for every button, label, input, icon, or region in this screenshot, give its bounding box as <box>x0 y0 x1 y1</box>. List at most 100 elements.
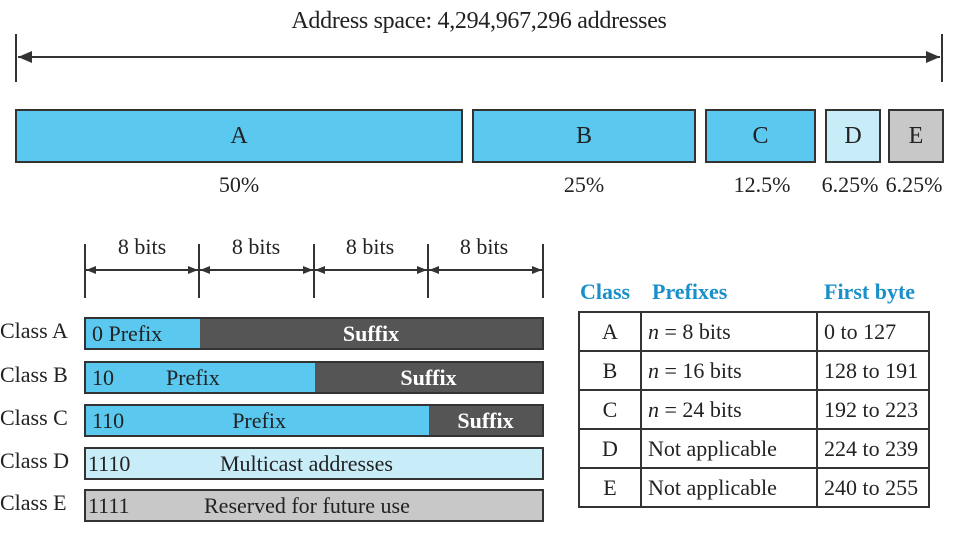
class-d-bits: 1110 <box>86 449 166 478</box>
byte-arrow-2-left <box>200 266 210 274</box>
prefix-rest: = 16 bits <box>659 357 742 383</box>
class-d-bar: 1110 Multicast addresses <box>84 447 544 480</box>
class-e-text: Reserved for future use <box>204 492 410 518</box>
byte-tick-3 <box>427 244 429 298</box>
segment-class-e: E <box>888 109 944 163</box>
segment-class-d-label: D <box>844 122 862 149</box>
table-cell-class: D <box>578 428 642 469</box>
byte-tick-0 <box>84 244 86 298</box>
segment-class-b-label: B <box>575 122 592 149</box>
class-c-suffix-text: Suffix <box>457 407 514 433</box>
prefix-rest: = 24 bits <box>659 396 742 422</box>
prefix-rest: Not applicable <box>648 474 777 500</box>
table-cell-first-byte: 128 to 191 <box>816 350 930 391</box>
byte-arrow-1-left <box>86 266 96 274</box>
table-header-prefixes: Prefixes <box>652 279 728 304</box>
table-cell-first-byte: 240 to 255 <box>816 467 930 508</box>
table-cell-prefixes: n = 16 bits <box>640 350 818 391</box>
percent-class-d: 6.25% <box>821 172 879 197</box>
table-cell-prefixes: Not applicable <box>640 428 818 469</box>
table-row: A n = 8 bits 0 to 127 <box>578 311 930 352</box>
byte-tick-1 <box>198 244 200 298</box>
class-e-label-area: Reserved for future use <box>166 491 542 520</box>
byte-tick-4 <box>542 244 544 298</box>
percent-class-b: 25% <box>563 172 605 197</box>
class-c-prefix: 110 Prefix <box>86 406 429 435</box>
table-cell-prefixes: n = 8 bits <box>640 311 818 352</box>
byte-arrow-3-left <box>315 266 325 274</box>
table-cell-class: A <box>578 311 642 352</box>
class-b-suffix: Suffix <box>315 363 542 392</box>
bits-label-3: 8 bits <box>345 234 395 259</box>
byte-arrow-3-line <box>315 269 427 271</box>
table-cell-first-byte: 0 to 127 <box>816 311 930 352</box>
class-a-suffix-text: Suffix <box>342 320 400 346</box>
class-d-prefix-bits: 1110 <box>88 450 131 476</box>
segment-class-c-label: C <box>752 122 769 149</box>
table-cell-class: C <box>578 389 642 430</box>
percent-class-c: 12.5% <box>733 172 791 197</box>
byte-arrow-1-right <box>188 266 198 274</box>
prefix-var: n <box>648 318 659 344</box>
table-cell-class: B <box>578 350 642 391</box>
class-b-prefix: 10 Prefix <box>86 363 315 392</box>
table-cell-prefixes: Not applicable <box>640 467 818 508</box>
table-row: B n = 16 bits 128 to 191 <box>578 350 930 391</box>
address-space-arrow-left <box>18 51 32 63</box>
table-cell-first-byte: 224 to 239 <box>816 428 930 469</box>
byte-arrow-3-right <box>417 266 427 274</box>
prefix-var: n <box>648 396 659 422</box>
byte-arrow-4-left <box>429 266 439 274</box>
class-e-bits: 1111 <box>86 491 166 520</box>
class-a-prefix-bits: 0 <box>92 320 103 346</box>
segment-class-a-label: A <box>230 122 248 149</box>
class-b-bar: 10 Prefix Suffix <box>84 361 544 394</box>
byte-arrow-1-line <box>86 269 198 271</box>
class-d-label-area: Multicast addresses <box>166 449 542 478</box>
prefix-rest: Not applicable <box>648 435 777 461</box>
row-label-class-a: Class A <box>0 318 68 343</box>
segment-class-b: B <box>472 109 696 163</box>
class-b-prefix-text: Prefix <box>166 364 220 390</box>
class-d-text: Multicast addresses <box>220 450 393 476</box>
class-e-prefix-bits: 1111 <box>88 492 130 518</box>
class-c-bar: 110 Prefix Suffix <box>84 404 544 437</box>
address-space-line <box>18 56 940 58</box>
percent-class-e: 6.25% <box>885 172 943 197</box>
segment-class-d: D <box>825 109 881 163</box>
prefix-rest: = 8 bits <box>659 318 731 344</box>
table-header-class: Class <box>580 279 631 304</box>
address-space-right-tick <box>941 34 943 82</box>
table-row: D Not applicable 224 to 239 <box>578 428 930 469</box>
table-cell-first-byte: 192 to 223 <box>816 389 930 430</box>
table-cell-class: E <box>578 467 642 508</box>
table-row: E Not applicable 240 to 255 <box>578 467 930 508</box>
class-a-suffix: Suffix <box>200 319 542 348</box>
address-space-arrow-right <box>926 51 940 63</box>
class-info-table: A n = 8 bits 0 to 127 B n = 16 bits 128 … <box>578 311 930 508</box>
byte-arrow-4-line <box>429 269 542 271</box>
prefix-var: n <box>648 357 659 383</box>
address-space-left-tick <box>15 34 17 82</box>
class-b-suffix-text: Suffix <box>400 364 457 390</box>
row-label-class-e: Class E <box>0 490 67 515</box>
byte-tick-2 <box>313 244 315 298</box>
segment-class-c: C <box>705 109 816 163</box>
class-a-prefix-text: Prefix <box>108 320 163 346</box>
segment-class-e-label: E <box>908 122 924 149</box>
byte-arrow-4-right <box>532 266 542 274</box>
byte-arrow-2-line <box>200 269 313 271</box>
bits-label-1: 8 bits <box>117 234 167 259</box>
class-a-bar: 0 Prefix Suffix <box>84 317 544 350</box>
address-space-title: Address space: 4,294,967,296 addresses <box>291 8 667 34</box>
table-cell-prefixes: n = 24 bits <box>640 389 818 430</box>
table-header-first-byte: First byte <box>824 279 916 304</box>
row-label-class-b: Class B <box>0 362 68 387</box>
class-a-prefix: 0 Prefix <box>86 319 200 348</box>
class-b-prefix-bits: 10 <box>92 364 114 390</box>
byte-arrow-2-right <box>303 266 313 274</box>
segment-class-a: A <box>15 109 463 163</box>
class-c-prefix-bits: 110 <box>92 407 125 433</box>
table-row: C n = 24 bits 192 to 223 <box>578 389 930 430</box>
row-label-class-d: Class D <box>0 448 70 473</box>
